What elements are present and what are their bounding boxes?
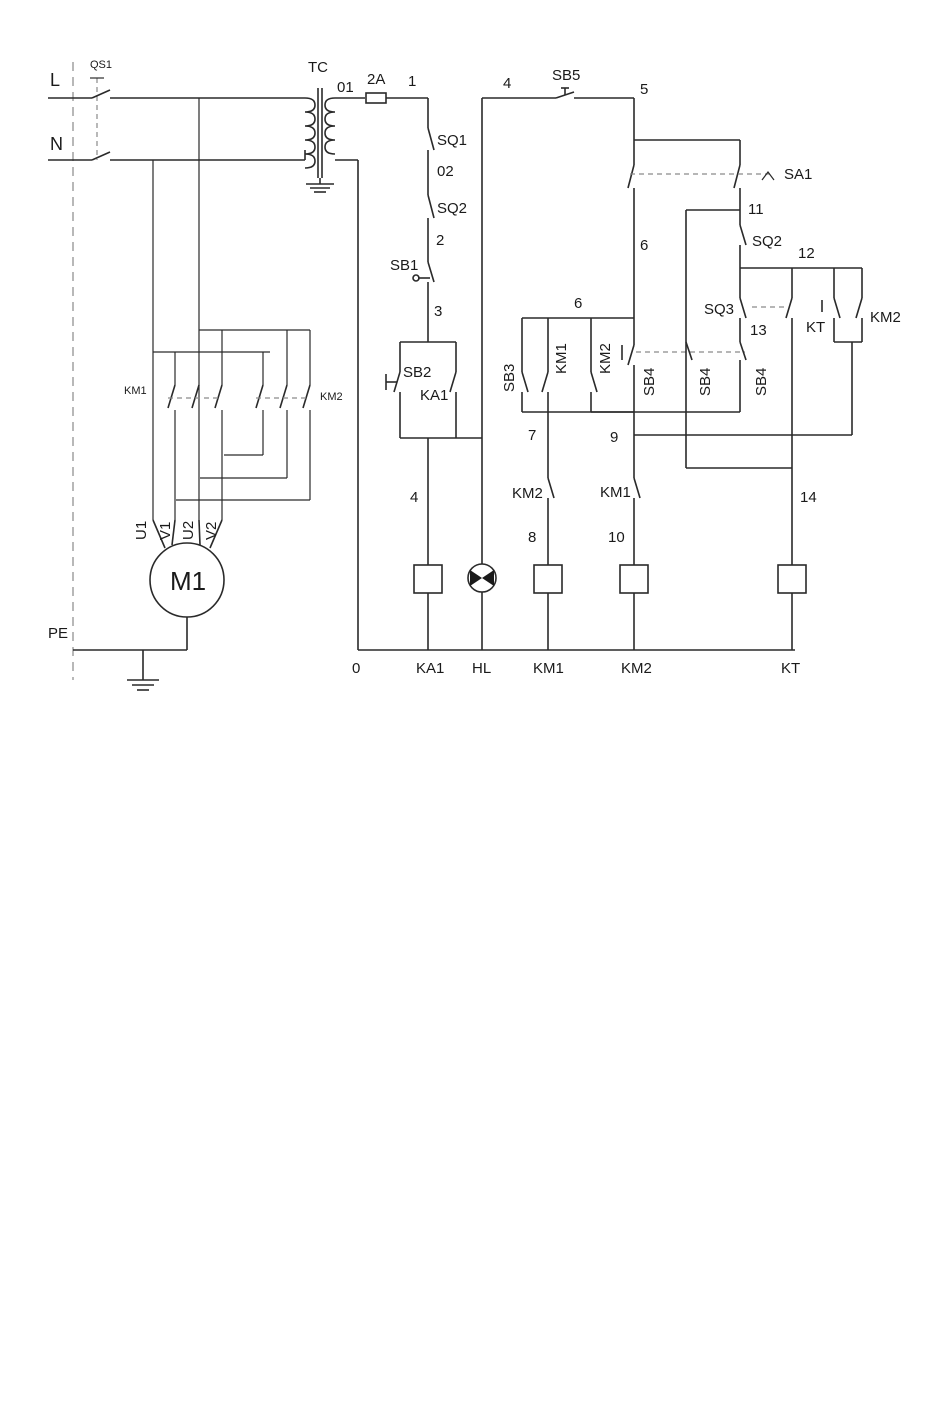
label-u2: U2 bbox=[180, 521, 197, 540]
label-fuse-2a: 2A bbox=[367, 71, 385, 88]
label-node-7: 7 bbox=[528, 427, 536, 444]
kt-contact bbox=[786, 298, 792, 318]
label-node-14: 14 bbox=[800, 489, 817, 506]
sq3-contact bbox=[740, 298, 746, 318]
label-node-11: 11 bbox=[748, 201, 764, 218]
ka1-hold-contact bbox=[450, 372, 456, 392]
km1-hold-contact bbox=[542, 372, 548, 392]
label-sb4-a: SB4 bbox=[641, 368, 658, 396]
label-node-12: 12 bbox=[798, 245, 815, 262]
label-km2-power: KM2 bbox=[320, 391, 343, 403]
label-pe: PE bbox=[48, 625, 68, 642]
label-sq1: SQ1 bbox=[437, 132, 467, 149]
sb3-contact bbox=[522, 372, 528, 392]
label-v2: V2 bbox=[203, 522, 220, 540]
label-node-9: 9 bbox=[610, 429, 618, 446]
km1-coil bbox=[534, 565, 562, 593]
label-sb4-c: SB4 bbox=[753, 368, 770, 396]
label-zero: 0 bbox=[352, 660, 360, 677]
label-kt-contact: KT bbox=[806, 319, 825, 336]
label-sq2-top: SQ2 bbox=[437, 200, 467, 217]
label-node-4-top: 4 bbox=[503, 75, 511, 92]
label-km2-bottom: KM2 bbox=[621, 660, 652, 677]
label-sb3: SB3 bbox=[501, 364, 518, 392]
label-node-5: 5 bbox=[640, 81, 648, 98]
label-v1: V1 bbox=[157, 522, 174, 540]
label-qs1: QS1 bbox=[90, 59, 112, 71]
label-n: N bbox=[50, 134, 63, 154]
label-sq2-right: SQ2 bbox=[752, 233, 782, 250]
transformer-tc bbox=[305, 88, 335, 192]
label-node-1: 1 bbox=[408, 73, 416, 90]
label-l: L bbox=[50, 70, 60, 90]
label-sb5: SB5 bbox=[552, 67, 580, 84]
label-km1-bottom: KM1 bbox=[533, 660, 564, 677]
label-node-3: 3 bbox=[434, 303, 442, 320]
label-sq3: SQ3 bbox=[704, 301, 734, 318]
sq2-contact bbox=[428, 195, 434, 218]
sa1-contact-left bbox=[628, 165, 634, 188]
label-node-4-left: 4 bbox=[410, 489, 418, 506]
label-u1: U1 bbox=[133, 521, 150, 540]
label-km1-power: KM1 bbox=[124, 385, 147, 397]
label-node-8: 8 bbox=[528, 529, 536, 546]
label-sb4-b: SB4 bbox=[697, 368, 714, 396]
label-node-2: 2 bbox=[436, 232, 444, 249]
fuse-symbol bbox=[366, 93, 386, 103]
ground-icon bbox=[127, 680, 159, 690]
sq2-right-contact bbox=[740, 225, 746, 245]
km2-power-contacts bbox=[256, 385, 310, 408]
sb4-contact-c bbox=[740, 342, 746, 360]
label-node-13: 13 bbox=[750, 322, 767, 339]
label-km2-interlock: KM2 bbox=[512, 485, 543, 502]
label-tc: TC bbox=[308, 59, 328, 76]
label-node-6-right: 6 bbox=[640, 237, 648, 254]
label-node-6-mid: 6 bbox=[574, 295, 582, 312]
label-ka1-bottom: KA1 bbox=[416, 660, 444, 677]
sb1-contact bbox=[428, 262, 434, 282]
label-node-10: 10 bbox=[608, 529, 625, 546]
sb4-contact-b bbox=[686, 342, 692, 360]
km2-interlock-contact bbox=[548, 478, 554, 498]
km2-right-contact bbox=[834, 298, 840, 318]
label-ka1-contact: KA1 bbox=[420, 387, 448, 404]
label-km1-hold: KM1 bbox=[553, 343, 570, 374]
km2-hold-contact bbox=[591, 372, 597, 392]
label-hl-bottom: HL bbox=[472, 660, 491, 677]
label-sb2: SB2 bbox=[403, 364, 431, 381]
sa1-contact-right bbox=[734, 165, 740, 188]
kt-coil bbox=[778, 565, 806, 593]
label-node-02: 02 bbox=[437, 163, 454, 180]
label-km2-hold: KM2 bbox=[597, 343, 614, 374]
km2-coil bbox=[620, 565, 648, 593]
sq1-contact bbox=[428, 128, 434, 150]
label-sb1: SB1 bbox=[390, 257, 418, 274]
label-kt-bottom: KT bbox=[781, 660, 800, 677]
label-01: 01 bbox=[337, 79, 354, 96]
label-km1-interlock: KM1 bbox=[600, 484, 631, 501]
km1-interlock-contact bbox=[634, 478, 640, 498]
km1-power-contacts bbox=[168, 385, 222, 408]
label-motor-m1: M1 bbox=[170, 566, 206, 596]
label-sa1: SA1 bbox=[784, 166, 812, 183]
sb4-contact-a bbox=[628, 345, 634, 365]
ka1-coil bbox=[414, 565, 442, 593]
label-km2-right: KM2 bbox=[870, 309, 901, 326]
